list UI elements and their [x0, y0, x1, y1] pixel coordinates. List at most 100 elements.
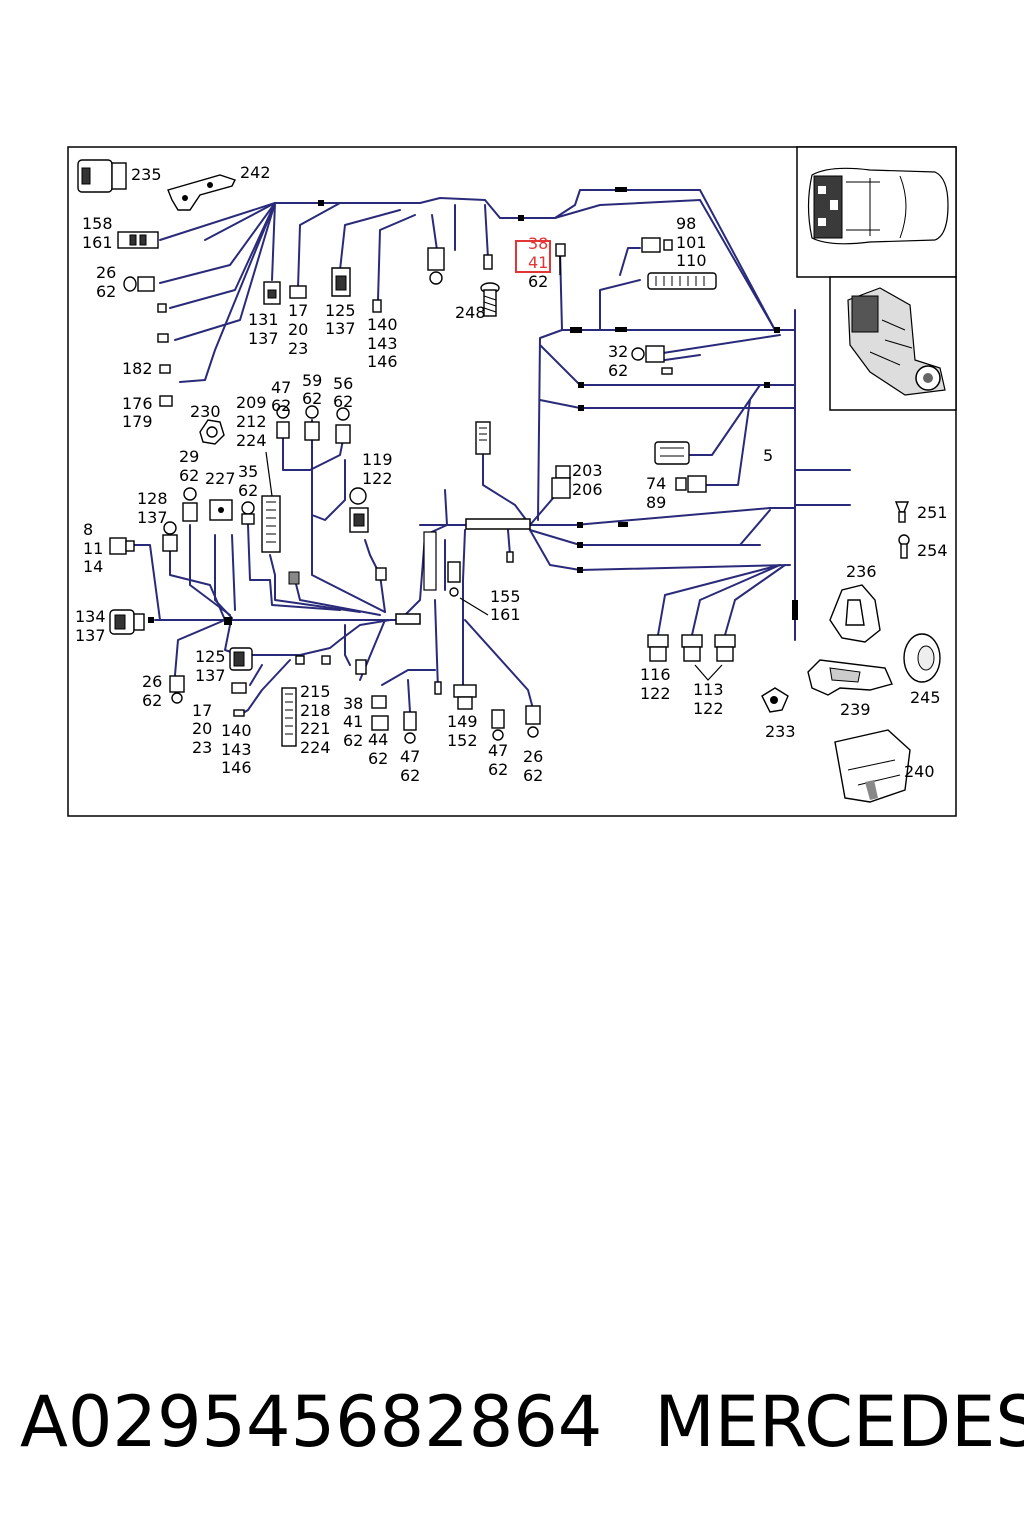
label-218: 218: [300, 701, 331, 720]
label-62: 62: [142, 691, 162, 710]
label-158: 158: [82, 214, 113, 233]
label-62: 62: [238, 481, 258, 500]
label-122: 122: [640, 684, 671, 703]
label-38: 38: [343, 694, 363, 713]
label-23: 23: [288, 339, 308, 358]
module-photo-inset: [829, 276, 957, 411]
label-62: 62: [333, 392, 353, 411]
label-224: 224: [300, 738, 331, 757]
label-161: 161: [82, 233, 113, 252]
label-113: 113: [693, 680, 724, 699]
connector-149: [453, 684, 477, 710]
connector-47-top: [276, 405, 290, 439]
label-242: 242: [240, 163, 271, 182]
label-137: 137: [75, 626, 106, 645]
label-203: 203: [572, 461, 603, 480]
terminal-mid-1: [506, 551, 514, 563]
connector-strip-mid: [654, 441, 690, 465]
terminal-top-mid: [483, 254, 493, 270]
label-137: 137: [325, 319, 356, 338]
label-143: 143: [367, 334, 398, 353]
connector-26-top: [123, 276, 155, 292]
label-125: 125: [325, 301, 356, 320]
label-62: 62: [343, 731, 363, 750]
harness-wires: [124, 189, 851, 716]
label-137: 137: [137, 508, 168, 527]
label-62: 62: [271, 396, 291, 415]
connector-59: [304, 405, 320, 441]
connector-47-bottom-b: [491, 709, 505, 741]
connector-hook-top: [427, 247, 445, 285]
connector-116: [647, 634, 669, 662]
label-152: 152: [447, 731, 478, 750]
label-62: 62: [608, 361, 628, 380]
terminal-32b: [661, 367, 673, 375]
label-235: 235: [131, 165, 162, 184]
label-89: 89: [646, 493, 666, 512]
label-140: 140: [367, 315, 398, 334]
label-62: 62: [96, 282, 116, 301]
wire-ties: [148, 187, 798, 625]
horn-245: [903, 633, 941, 683]
connector-38-top: [555, 243, 566, 275]
label-74: 74: [646, 474, 666, 493]
terminal-1: [157, 303, 167, 313]
connector-128: [162, 521, 178, 552]
label-251: 251: [917, 503, 948, 522]
terminal-mid-bottom: [434, 681, 442, 695]
connector-8: [109, 537, 135, 555]
connector-113b: [714, 634, 736, 662]
label-17: 17: [192, 701, 212, 720]
label-155: 155: [490, 587, 521, 606]
label-179: 179: [122, 412, 153, 431]
connector-215: [281, 687, 297, 747]
label-8: 8: [83, 520, 93, 539]
bracket-242: [167, 174, 236, 211]
highlight-box: [515, 240, 551, 273]
label-128: 128: [137, 489, 168, 508]
connector-47-bottom-a: [403, 711, 417, 744]
connector-26-bottom: [169, 675, 185, 704]
label-62: 62: [488, 760, 508, 779]
label-116: 116: [640, 665, 671, 684]
connector-17-bottom: [231, 682, 247, 694]
connector-29: [182, 487, 198, 522]
label-254: 254: [917, 541, 948, 560]
connector-98: [641, 237, 673, 253]
label-240: 240: [904, 762, 935, 781]
connector-113a: [681, 634, 703, 662]
bracket-227: [209, 499, 233, 521]
label-11: 11: [83, 539, 103, 558]
label-62: 62: [368, 749, 388, 768]
connector-125-top: [331, 267, 351, 297]
label-35: 35: [238, 462, 258, 481]
bracket-239: [807, 659, 893, 696]
label-215: 215: [300, 682, 331, 701]
bracket-236: [829, 584, 881, 643]
label-98: 98: [676, 214, 696, 233]
label-62: 62: [302, 389, 322, 408]
connector-strip-110: [647, 272, 717, 290]
label-62: 62: [523, 766, 543, 785]
terminal-182: [159, 364, 171, 374]
cover-240: [834, 729, 911, 803]
label-146: 146: [367, 352, 398, 371]
label-56: 56: [333, 374, 353, 393]
label-23: 23: [192, 738, 212, 757]
connector-56: [335, 407, 351, 444]
label-206: 206: [572, 480, 603, 499]
terminal-119b: [375, 567, 387, 581]
label-149: 149: [447, 712, 478, 731]
connector-119: [349, 487, 369, 533]
label-119: 119: [362, 450, 393, 469]
label-26: 26: [96, 263, 116, 282]
label-230: 230: [190, 402, 221, 421]
label-239: 239: [840, 700, 871, 719]
label-20: 20: [288, 320, 308, 339]
label-47: 47: [400, 747, 420, 766]
label-110: 110: [676, 251, 707, 270]
label-212: 212: [236, 412, 267, 431]
connector-26-bottom-right: [525, 705, 541, 738]
terminals-mid-bottom: [295, 655, 367, 675]
